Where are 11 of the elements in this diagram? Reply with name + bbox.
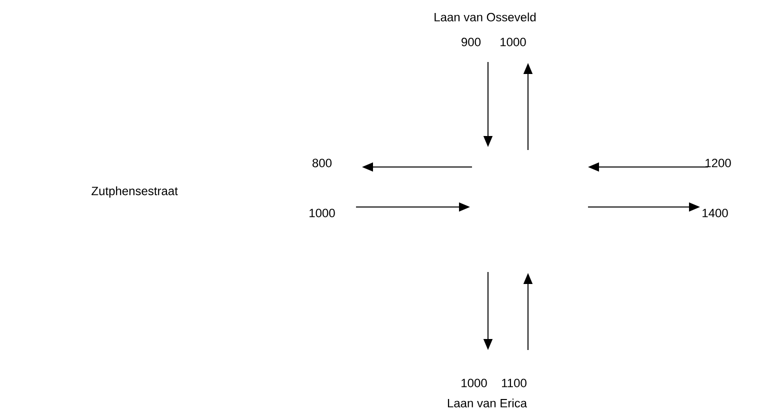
traffic-count: 1200 <box>706 158 731 168</box>
street-name: Zutphensestraat <box>92 186 178 198</box>
street-name: Laan van Osseveld <box>434 12 536 22</box>
traffic-count: 1000 <box>310 208 335 218</box>
traffic-count: 1000 <box>462 378 487 388</box>
traffic-count: 1100 <box>502 378 526 388</box>
traffic-count: 1400 <box>702 208 728 218</box>
street-name: Laan van Erica <box>448 398 527 408</box>
traffic-count: 900 <box>462 38 481 46</box>
traffic-count: 1000 <box>500 38 526 46</box>
traffic-count: 800 <box>312 158 332 168</box>
